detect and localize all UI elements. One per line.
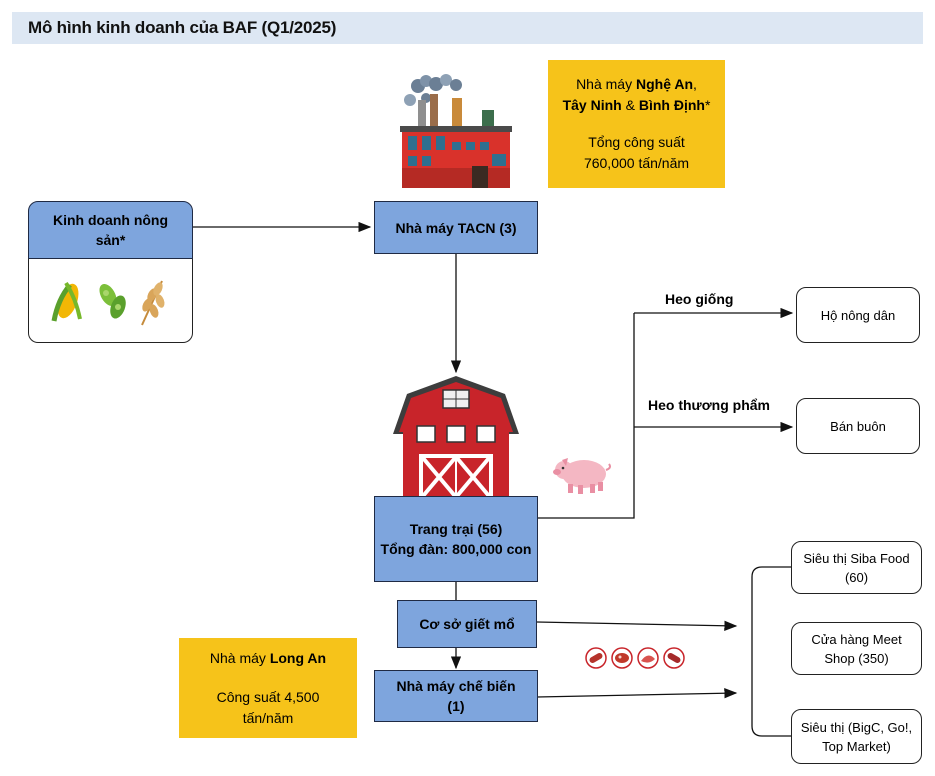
barn-icon <box>393 376 519 496</box>
farm-herd-size: Tổng đàn: 800,000 con <box>380 541 532 557</box>
hotdog-icon <box>663 647 685 669</box>
retail-bracket <box>751 566 791 737</box>
arrow-slaughter-to-retail <box>536 620 738 631</box>
factory-line1-suffix: , <box>693 76 697 92</box>
feed-mill-label: Nhà máy TACN (3) <box>395 219 517 236</box>
supermarkets-label: Siêu thị (BigC, Go!, Top Market) <box>800 719 913 754</box>
label-breeding-pigs: Heo giống <box>665 291 734 307</box>
node-slaughterhouse: Cơ sở giết mổ <box>397 600 537 648</box>
wheat-icon <box>140 280 164 325</box>
arrow-processing-to-retail <box>536 688 738 699</box>
wholesale-label: Bán buôn <box>830 418 886 434</box>
agri-produce-icons <box>51 280 164 325</box>
factory-icon <box>400 74 512 188</box>
factory-binh-dinh: Bình Định <box>638 97 705 113</box>
factory-line1-prefix: Nhà máy <box>576 76 636 92</box>
long-an-name: Long An <box>269 649 327 666</box>
soybean-icon <box>98 283 126 319</box>
slaughterhouse-label: Cơ sở giết mổ <box>419 616 515 632</box>
siba-food-label: Siêu thị Siba Food (60) <box>803 550 910 585</box>
meat-slice-icon <box>611 647 633 669</box>
long-an-prefix: Nhà máy <box>209 649 270 666</box>
processing-plant-label: Nhà máy chế biến <box>396 678 516 694</box>
factory-capacity-note: Nhà máy Nghệ An, Tây Ninh & Bình Định* T… <box>548 60 725 188</box>
pig-icon <box>553 458 611 494</box>
node-siba-food: Siêu thị Siba Food (60) <box>791 541 922 594</box>
node-supermarkets: Siêu thị (BigC, Go!, Top Market) <box>791 709 922 764</box>
label-commercial-pigs: Heo thương phẩm <box>648 397 770 413</box>
node-agri-business: Kinh doanh nông sản* <box>28 201 193 259</box>
agri-products-panel <box>28 259 193 343</box>
node-meet-shop: Cửa hàng Meet Shop (350) <box>791 622 922 675</box>
factory-line2-suffix: * <box>704 97 711 113</box>
line-farm-branch <box>538 313 635 519</box>
factory-line2-mid: & <box>621 97 639 113</box>
node-processing-plant: Nhà máy chế biến (1) <box>374 670 538 722</box>
meet-shop-label: Cửa hàng Meet Shop (350) <box>811 631 902 666</box>
agri-business-label: Kinh doanh nông sản* <box>52 212 169 248</box>
factory-capacity-value: 760,000 tấn/năm <box>583 155 690 171</box>
meat-products-icons <box>585 647 685 669</box>
node-farm: Trang trại (56) Tổng đàn: 800,000 con <box>374 496 538 582</box>
node-feed-mill: Nhà máy TACN (3) <box>374 201 538 254</box>
factory-capacity-label: Tổng công suất <box>588 134 685 150</box>
header-bar: Mô hình kinh doanh của BAF (Q1/2025) <box>12 12 923 44</box>
ham-icon <box>637 647 659 669</box>
processing-plant-count: (1) <box>447 698 465 714</box>
factory-nghe-an: Nghệ An <box>635 76 694 92</box>
factory-tay-ninh: Tây Ninh <box>562 97 622 113</box>
farm-label: Trang trại (56) <box>409 521 503 537</box>
node-wholesale: Bán buôn <box>796 398 920 454</box>
households-label: Hộ nông dân <box>820 307 896 323</box>
long-an-factory-note: Nhà máy Long An Công suất 4,500 tấn/năm <box>179 638 357 738</box>
long-an-capacity: Công suất 4,500 tấn/năm <box>216 688 320 726</box>
node-households: Hộ nông dân <box>796 287 920 343</box>
page-title: Mô hình kinh doanh của BAF (Q1/2025) <box>28 18 337 37</box>
corn-icon <box>51 281 82 321</box>
sausage-icon <box>585 647 607 669</box>
